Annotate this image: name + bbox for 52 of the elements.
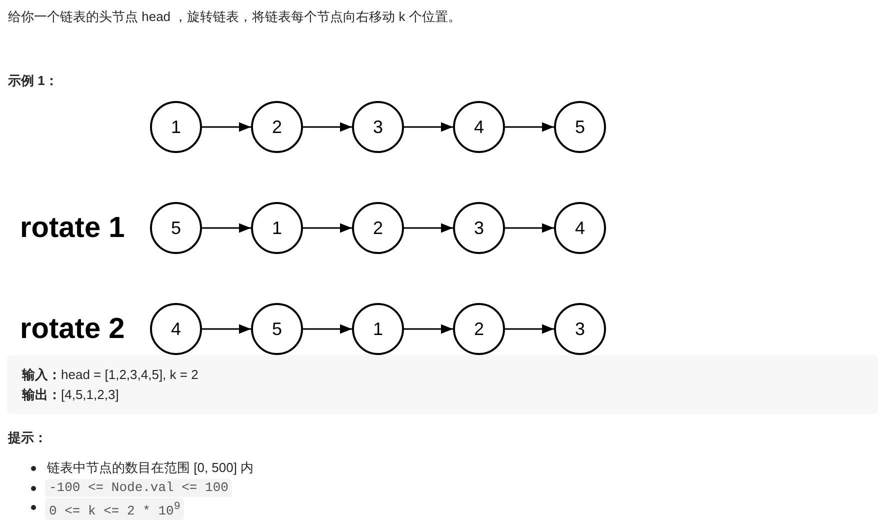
arrow: [303, 122, 352, 132]
list-node-circle: [150, 101, 202, 153]
node-value: 4: [170, 319, 182, 339]
arrow: [202, 324, 251, 334]
node-value: 4: [472, 117, 485, 137]
hint-code: 0 <= k <= 2 * 10$^{9}$: [45, 498, 184, 520]
list-node-circle: [453, 303, 505, 355]
row-label: rotate 2: [20, 312, 125, 347]
node-value: 2: [372, 218, 384, 238]
list-node-circle: [352, 202, 404, 254]
list-node-circle: [251, 202, 303, 254]
node-value: 3: [372, 117, 384, 137]
list-node-circle: [554, 303, 606, 355]
hint-text: 链表中节点的数目在范围 [0, 500] 内: [47, 459, 254, 477]
node-value: 5: [270, 319, 283, 339]
problem-statement: 给你一个链表的头节点 head ，旋转链表，将链表每个节点向右移动 k 个位置。: [8, 8, 461, 26]
node-value: 1: [170, 117, 182, 137]
list-node-circle: [352, 303, 404, 355]
node-value: 2: [472, 319, 485, 339]
node-value: 1: [270, 218, 283, 238]
list-node-circle: [251, 303, 303, 355]
list-node-circle: [554, 101, 606, 153]
node-value: 5: [574, 117, 586, 137]
arrow: [404, 122, 453, 132]
node-value: 3: [472, 218, 485, 238]
node-value: 5: [170, 218, 182, 238]
list-node-circle: [150, 303, 202, 355]
list-node-circle: [251, 101, 303, 153]
arrow: [505, 122, 554, 132]
hints-heading: 提示：: [8, 429, 47, 447]
node-value: 2: [270, 117, 283, 137]
arrow: [505, 324, 554, 334]
example-heading: 示例 1：: [8, 72, 58, 90]
arrow: [404, 223, 453, 233]
list-node-circle: [453, 101, 505, 153]
hint-code: -100 <= Node.val <= 100: [45, 479, 232, 497]
list-node-circle: [352, 101, 404, 153]
output-line: 输出：[4,5,1,2,3]: [22, 386, 119, 404]
arrow: [303, 223, 352, 233]
row-label: rotate 1: [20, 211, 125, 246]
arrow: [303, 324, 352, 334]
list-node-circle: [554, 202, 606, 254]
node-value: 3: [574, 319, 586, 339]
arrow: [505, 223, 554, 233]
node-value: 1: [372, 319, 384, 339]
arrow: [202, 223, 251, 233]
list-node-circle: [453, 202, 505, 254]
input-line: 输入：head = [1,2,3,4,5], k = 2: [22, 366, 198, 384]
arrow: [202, 122, 251, 132]
arrow: [404, 324, 453, 334]
node-value: 4: [574, 218, 586, 238]
list-node-circle: [150, 202, 202, 254]
